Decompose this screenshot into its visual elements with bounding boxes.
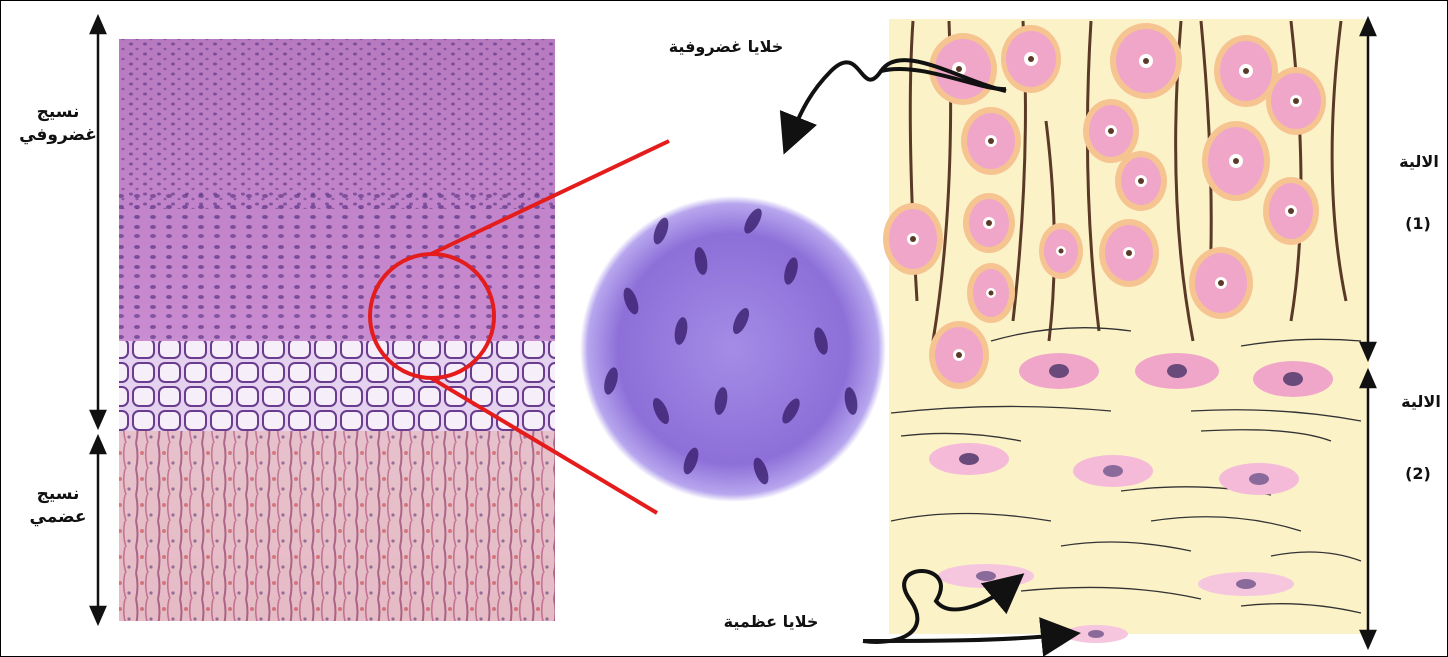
bone-tissue-label: نسيج عضمي (13, 483, 103, 529)
cartilage-extent-arrow (91, 17, 105, 427)
cartilage-cells-label: خلايا غضروفية (601, 36, 851, 58)
histology-section (119, 39, 555, 621)
schematic-panel (883, 19, 1369, 643)
mechanism-1-label: الالية (1391, 151, 1447, 173)
cartilage-tissue-label: نسيج غضروفي (13, 101, 103, 147)
magnified-cartilage-lens (580, 196, 886, 502)
bone-extent-arrow (91, 437, 105, 623)
mechanism-1-number: (1) (1393, 213, 1443, 235)
bone-cells-label: خلايا عظمية (661, 611, 881, 633)
mechanism-2-number: (2) (1393, 463, 1443, 485)
mechanism-2-label: الالية (1393, 391, 1448, 413)
